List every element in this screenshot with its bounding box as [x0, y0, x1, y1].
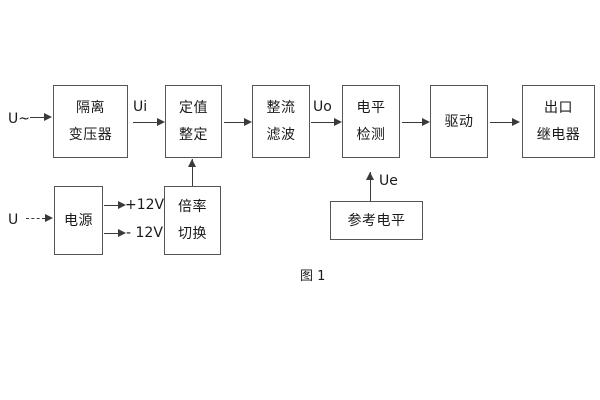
signal-label-ue: Ue — [379, 173, 398, 189]
arrow-shaft — [104, 233, 118, 234]
block-line-1: 参考电平 — [347, 212, 406, 229]
arrow-head — [422, 118, 430, 126]
arrow-head — [366, 172, 374, 180]
rail-label-negative: - 12V — [126, 225, 163, 241]
arrow-input-ac-to-isolation-transformer — [30, 113, 52, 122]
arrow-drive-to-output-relay — [490, 118, 520, 127]
arrow-head — [118, 201, 126, 209]
block-setting-value: 定值 整定 — [165, 85, 222, 158]
arrow-input-dc-to-power-supply — [26, 214, 53, 223]
block-line-2: 切换 — [178, 226, 207, 242]
block-line-1: 电平 — [356, 100, 386, 116]
arrow-head — [512, 118, 520, 126]
arrow-head — [45, 214, 53, 222]
arrow-shaft — [26, 218, 45, 219]
arrow-shaft — [224, 122, 244, 123]
block-multiplier-switch: 倍率 切换 — [164, 186, 221, 255]
arrow-shaft — [192, 159, 193, 186]
block-line-1: 出口 — [544, 100, 573, 116]
input-label-dc: U — [8, 212, 19, 228]
block-drive: 驱动 — [430, 85, 488, 158]
arrow-shaft — [311, 122, 334, 123]
figure-caption: 图 1 — [300, 269, 326, 284]
block-line-1: 倍率 — [178, 199, 207, 215]
block-reference-level: 参考电平 — [330, 201, 423, 240]
block-line-2: 变压器 — [68, 127, 113, 143]
signal-label-uo: Uo — [313, 99, 332, 115]
arrow-head — [244, 118, 252, 126]
arrow-power-supply-positive-rail — [104, 201, 126, 210]
block-line-1: 电源 — [64, 212, 93, 229]
arrow-multiplier-switch-to-setting-value — [188, 159, 197, 186]
block-line-1: 定值 — [179, 100, 208, 116]
input-label-ac: U~ — [8, 111, 30, 127]
block-output-relay: 出口 继电器 — [522, 85, 595, 158]
arrow-rectify-filter-to-level-detect — [311, 118, 342, 127]
arrow-head — [334, 118, 342, 126]
arrow-head — [44, 113, 52, 121]
arrow-shaft — [30, 117, 44, 118]
arrow-head — [188, 159, 196, 167]
block-line-2: 继电器 — [536, 127, 581, 143]
block-line-1: 隔离 — [76, 100, 105, 116]
block-line-1: 驱动 — [444, 113, 474, 130]
block-rectify-filter: 整流 滤波 — [252, 85, 310, 158]
arrow-shaft — [370, 172, 371, 201]
block-line-1: 整流 — [266, 100, 296, 116]
arrow-reference-level-to-level-detect — [366, 172, 375, 201]
block-line-2: 检测 — [356, 127, 386, 143]
arrow-shaft — [490, 122, 512, 123]
arrow-shaft — [104, 205, 118, 206]
arrow-shaft — [402, 122, 422, 123]
arrow-shaft — [133, 122, 157, 123]
block-line-2: 滤波 — [266, 127, 296, 143]
block-isolation-transformer: 隔离 变压器 — [53, 85, 128, 158]
rail-label-positive: +12V — [125, 197, 165, 213]
signal-label-ui: Ui — [133, 99, 148, 115]
arrow-power-supply-negative-rail — [104, 229, 126, 238]
arrow-head — [157, 118, 165, 126]
block-power-supply: 电源 — [54, 186, 103, 255]
arrow-isolation-transformer-to-setting-value — [133, 118, 165, 127]
arrow-level-detect-to-drive — [402, 118, 430, 127]
block-line-2: 整定 — [179, 127, 208, 143]
arrow-head — [118, 229, 126, 237]
arrow-setting-value-to-rectify-filter — [224, 118, 252, 127]
block-level-detect: 电平 检测 — [342, 85, 400, 158]
